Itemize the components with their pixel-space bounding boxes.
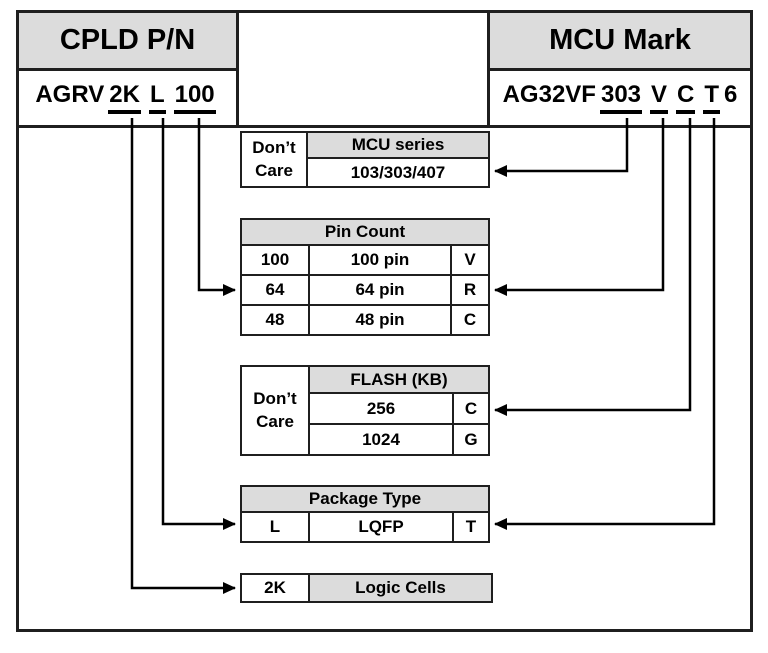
pin-count-letter-cell: R	[452, 276, 488, 304]
pin-count-letter-cell: C	[452, 306, 488, 334]
mcu-series-dont-care-cell: Don’t Care	[242, 133, 306, 186]
mcu-pn-package-code: T	[703, 82, 721, 114]
empty-spacer-cell	[239, 13, 487, 125]
package-type-table: Package Type L LQFP T	[240, 485, 490, 543]
pin-count-desc-cell: 48 pin	[310, 306, 450, 334]
cpld-part-number: AGRV 2K L 100	[19, 71, 236, 125]
cpld-pn-package-code: L	[148, 82, 166, 114]
cpld-pn-logic-cells-code: 2K	[108, 82, 141, 114]
mcu-pn-suffix: 6	[724, 81, 738, 109]
pin-count-code-cell: 100	[242, 246, 308, 274]
flash-letter-cell: G	[454, 425, 488, 454]
package-type-code-cell: L	[242, 513, 308, 541]
cpld-pn-prefix: AGRV	[35, 81, 105, 109]
mcu-series-table: Don’t Care MCU series 103/303/407	[240, 131, 490, 188]
flash-table: Don’t Care FLASH (KB) 256 C 1024 G	[240, 365, 490, 456]
cpld-pn-header-cell: CPLD P/N	[19, 13, 236, 68]
flash-size-cell: 256	[310, 394, 452, 423]
pin-count-code-cell: 48	[242, 306, 308, 334]
package-type-desc-cell: LQFP	[310, 513, 452, 541]
package-type-letter-cell: T	[454, 513, 488, 541]
pin-count-desc-cell: 100 pin	[310, 246, 450, 274]
mcu-pn-prefix: AG32VF	[502, 81, 596, 109]
pin-count-code-cell: 64	[242, 276, 308, 304]
pin-count-table: Pin Count 100 100 pin V 64 64 pin R 48 4…	[240, 218, 490, 336]
mcu-pn-pin-count-code: V	[650, 82, 669, 114]
part-number-header-table: CPLD P/N MCU Mark AGRV 2K L 100 AG32VF 3…	[16, 10, 753, 128]
mcu-part-number: AG32VF 303 V C T 6	[490, 71, 750, 125]
cpld-pn-pin-count-code: 100	[173, 82, 216, 114]
logic-cells-label-cell: Logic Cells	[310, 575, 491, 601]
flash-size-cell: 1024	[310, 425, 452, 454]
mcu-series-value-cell: 103/303/407	[308, 159, 488, 186]
mcu-pn-series-code: 303	[599, 82, 643, 114]
pin-count-letter-cell: V	[452, 246, 488, 274]
decoder-body-box	[16, 125, 753, 632]
flash-dont-care-cell: Don’t Care	[242, 367, 308, 454]
pin-count-desc-cell: 64 pin	[310, 276, 450, 304]
package-type-title-cell: Package Type	[242, 487, 488, 511]
mcu-mark-header-cell: MCU Mark	[490, 13, 750, 68]
flash-letter-cell: C	[454, 394, 488, 423]
logic-cells-table: 2K Logic Cells	[240, 573, 493, 603]
logic-cells-code-cell: 2K	[242, 575, 308, 601]
flash-title-cell: FLASH (KB)	[310, 367, 488, 392]
pin-count-title-cell: Pin Count	[242, 220, 488, 244]
mcu-series-title-cell: MCU series	[308, 133, 488, 157]
mcu-pn-flash-code: C	[676, 82, 696, 114]
